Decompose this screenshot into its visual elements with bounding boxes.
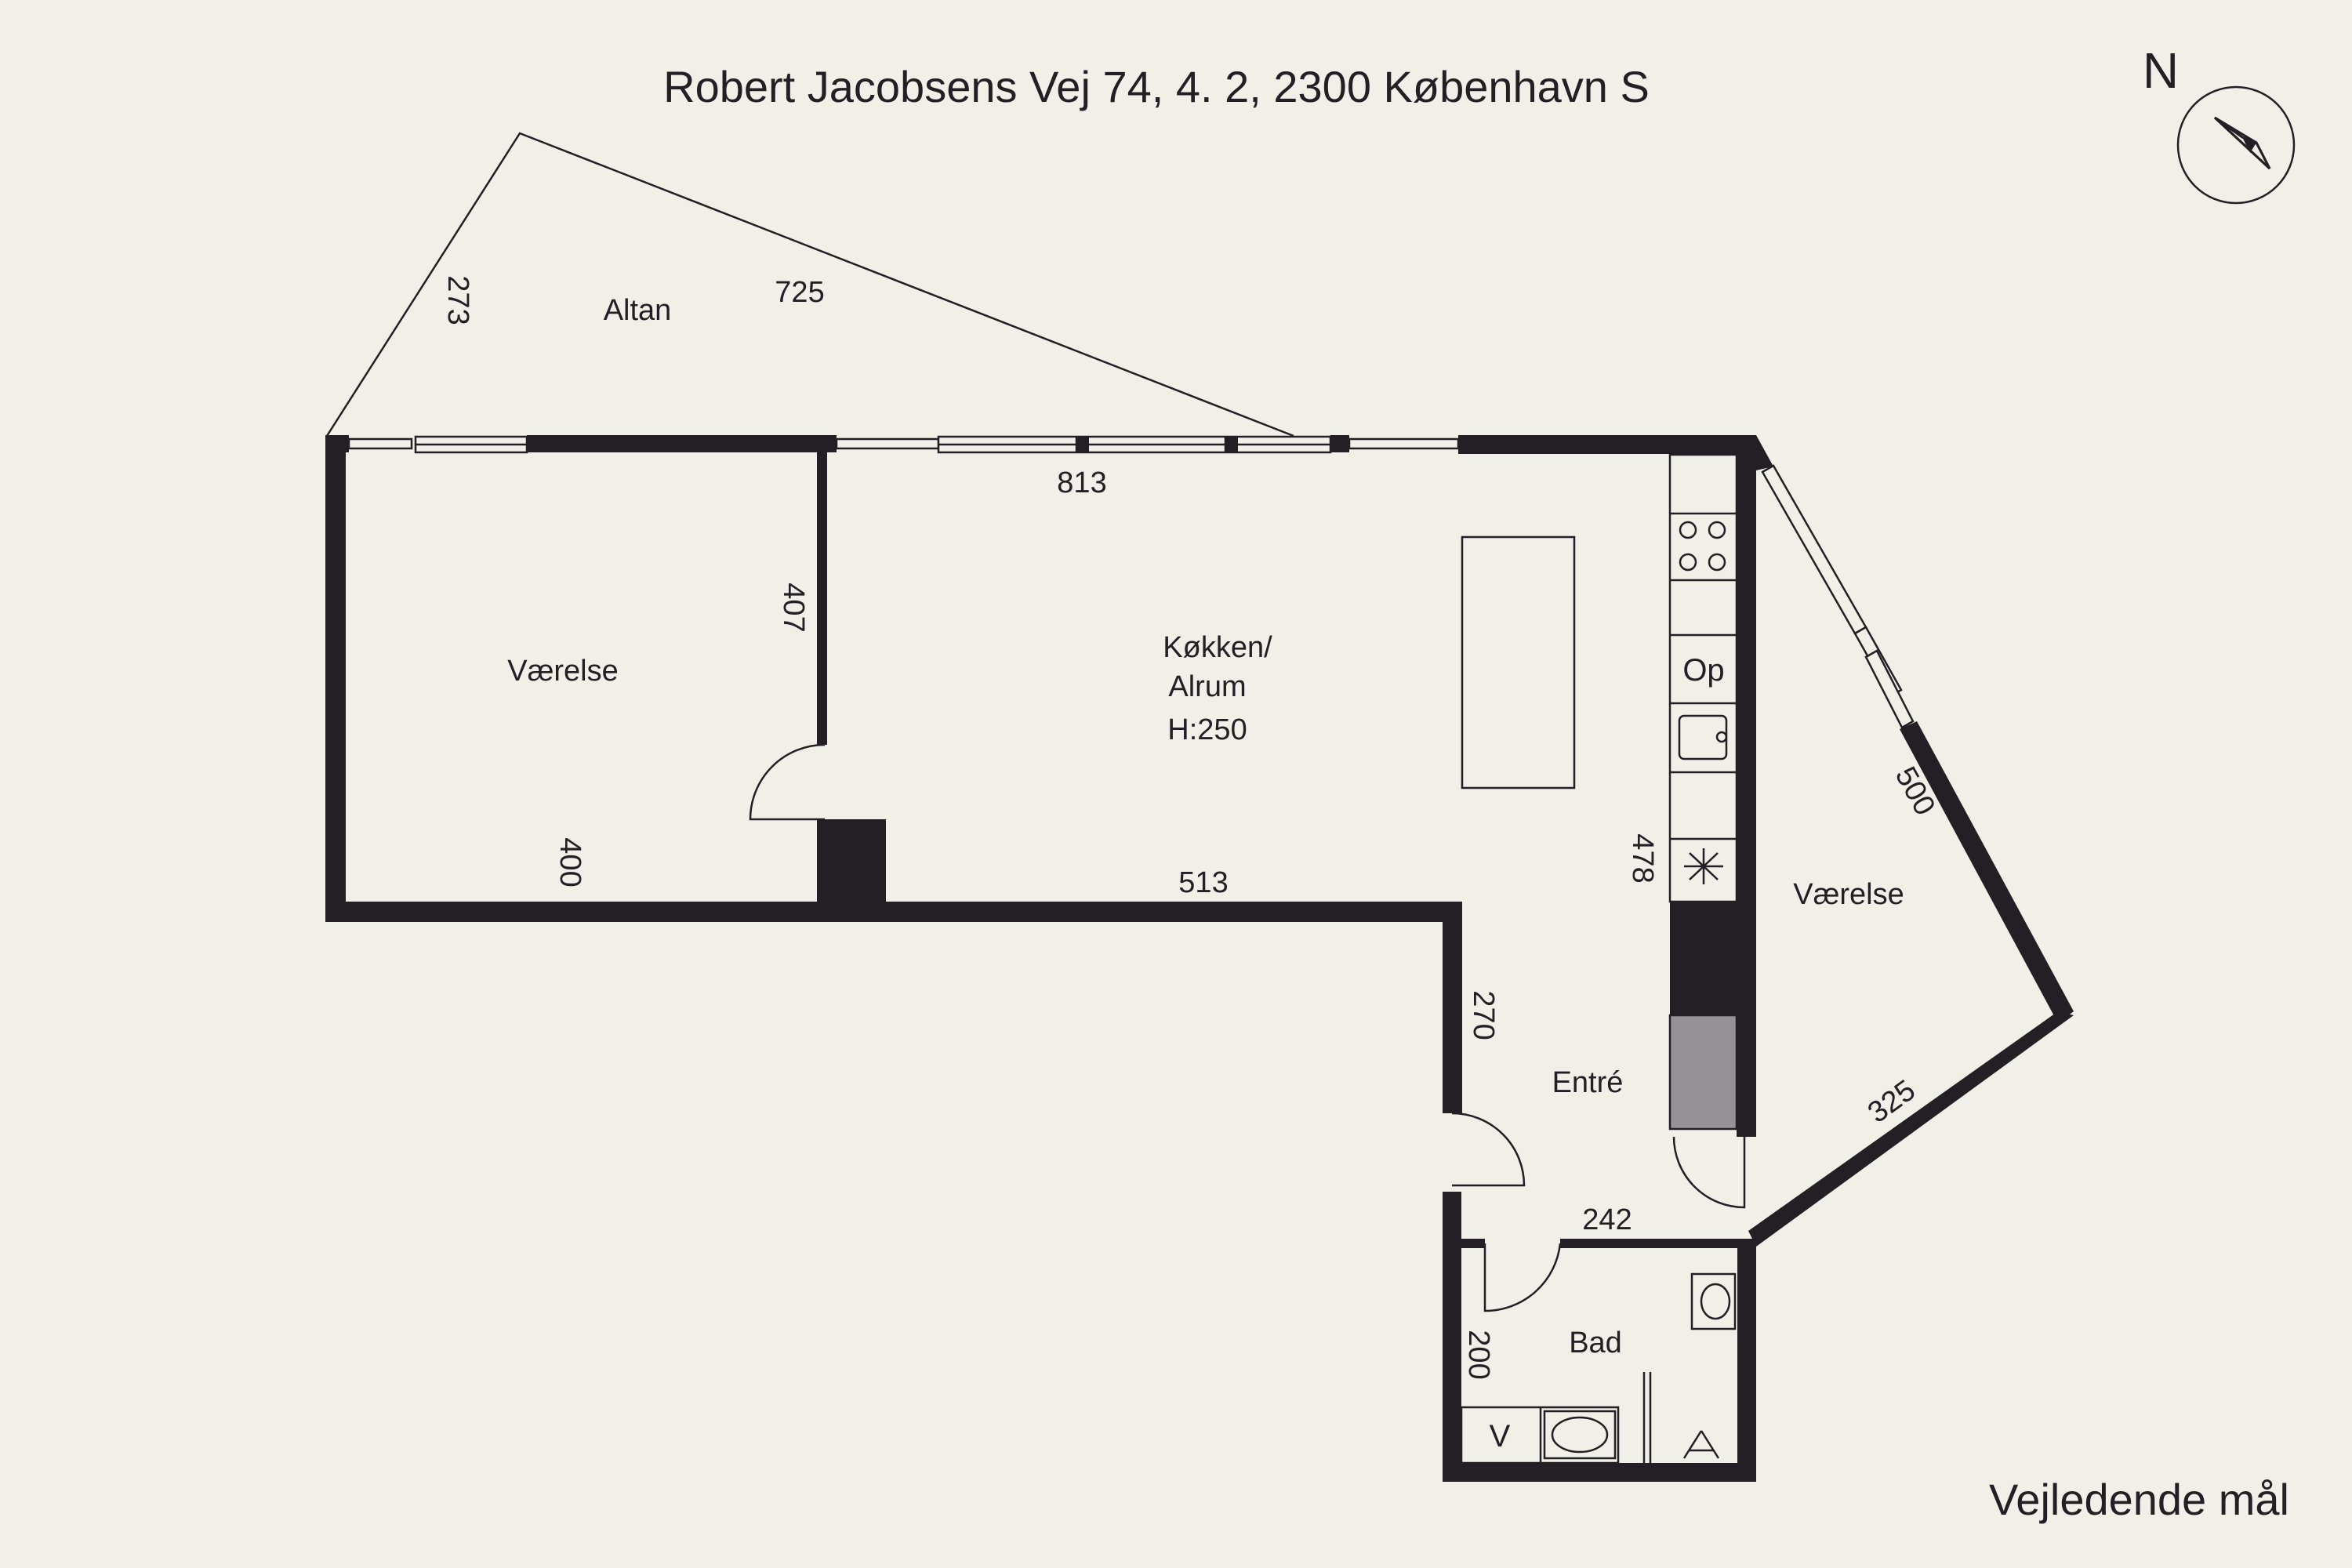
room-label-bedroom-west: Værelse (507, 655, 619, 688)
north-label: N (2143, 42, 2179, 99)
room-label-kitchen-2: Alrum (1168, 670, 1246, 703)
compass-icon: N (2143, 42, 2296, 205)
cooktop-icon (1679, 521, 1726, 572)
balcony (325, 132, 1294, 437)
shower-drain-icon (1682, 1430, 1720, 1459)
toilet-icon (1543, 1410, 1617, 1460)
freezer-icon (1684, 848, 1723, 884)
windows (347, 435, 1915, 729)
walls (325, 435, 2074, 1482)
dim-balcony-side: 273 (441, 275, 474, 325)
room-label-entrance: Entré (1552, 1066, 1624, 1099)
address-title: Robert Jacobsens Vej 74, 4. 2, 2300 Købe… (663, 62, 1650, 111)
doors (749, 743, 1746, 1312)
dim-bedroom-west-bottom: 400 (554, 837, 586, 887)
washer-label: V (1490, 1419, 1511, 1454)
wardrobe-block (1668, 1014, 1738, 1131)
room-label-kitchen-1: Køkken/ (1163, 631, 1272, 664)
dim-kitchen-side: 478 (1626, 833, 1659, 883)
kitchen-counter: Op (1668, 453, 1739, 1131)
dim-entrance-side: 270 (1467, 990, 1500, 1040)
washbasin-icon (1690, 1272, 1737, 1330)
dim-balcony-long: 725 (775, 276, 824, 309)
bathroom-fixtures: V (1460, 1272, 1737, 1465)
ceiling-height: H:250 (1167, 713, 1247, 746)
oven-label: Op (1682, 653, 1724, 688)
kitchen-island (1461, 535, 1576, 789)
cabinet-block (1670, 902, 1739, 1019)
dim-bathroom-side: 200 (1462, 1330, 1495, 1379)
room-label-bathroom: Bad (1569, 1327, 1622, 1359)
disclaimer: Vejledende mål (1989, 1475, 2289, 1524)
dim-south-wall: 813 (1057, 466, 1106, 499)
room-labels: Altan Værelse Køkken/ Alrum H:250 Værels… (507, 294, 1904, 1359)
room-label-balcony: Altan (604, 294, 672, 327)
dim-bedroom-west-side: 407 (777, 583, 810, 632)
sink-icon (1678, 714, 1728, 760)
room-label-bedroom-east: Værelse (1793, 878, 1904, 911)
dim-bathroom-top: 242 (1582, 1203, 1632, 1236)
dim-kitchen-bottom: 513 (1178, 866, 1228, 899)
